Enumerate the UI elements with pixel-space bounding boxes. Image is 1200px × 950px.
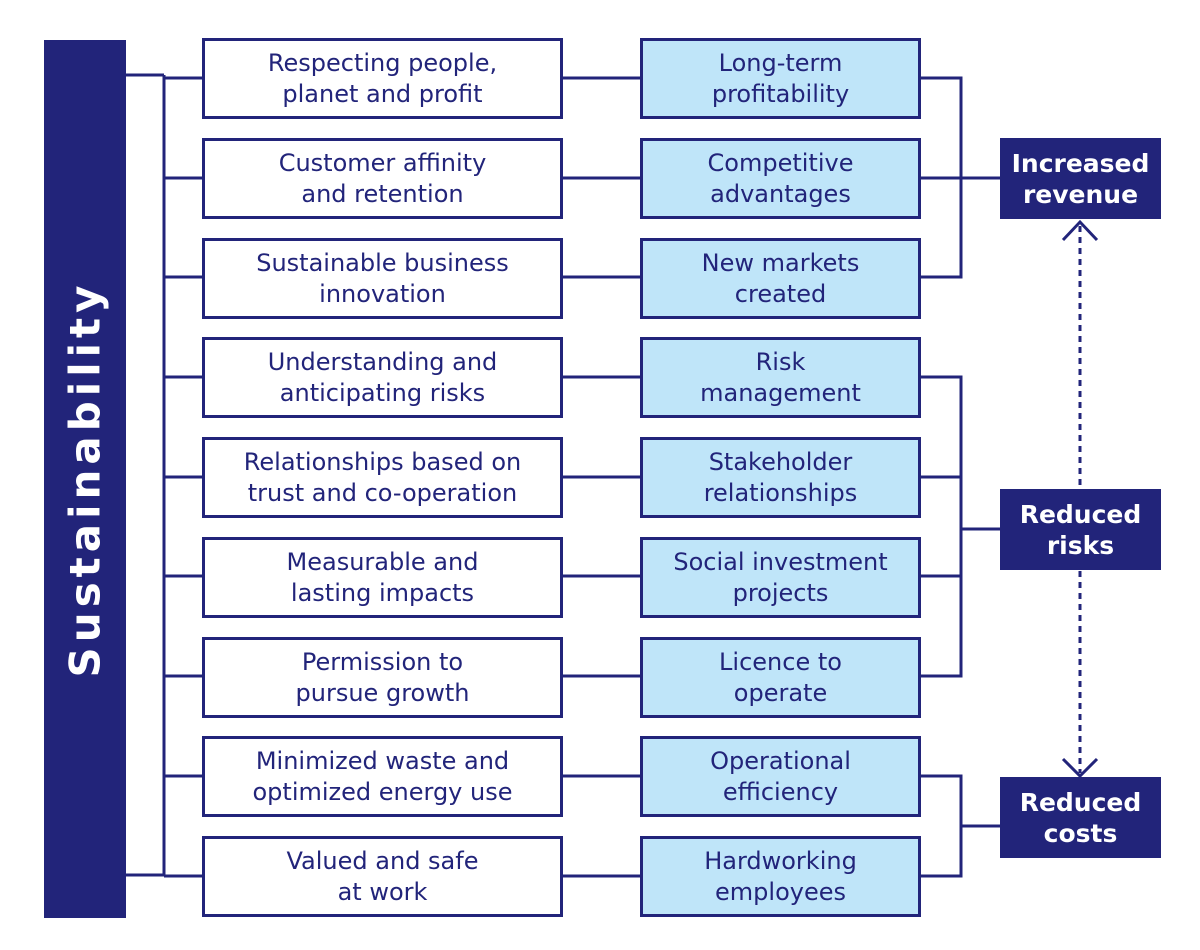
driver-box: Relationships based on trust and co-oper…	[202, 437, 563, 518]
driver-label: Permission to pursue growth	[295, 647, 470, 707]
benefit-box: Long-term profitability	[640, 38, 921, 119]
driver-box: Valued and safe at work	[202, 836, 563, 917]
costs-bracket	[921, 774, 963, 878]
benefit-label: Hardworking employees	[704, 846, 857, 906]
driver-box: Respecting people, planet and profit	[202, 38, 563, 119]
driver-box: Minimized waste and optimized energy use	[202, 736, 563, 817]
sustainability-bar	[44, 40, 126, 918]
benefit-label: Risk management	[700, 347, 861, 407]
driver-label: Measurable and lasting impacts	[286, 547, 479, 607]
benefit-box: New markets created	[640, 238, 921, 319]
benefit-label: Licence to operate	[719, 647, 842, 707]
outcome-label: Increased revenue	[1011, 148, 1150, 209]
outcome-increased-revenue: Increased revenue	[1000, 138, 1161, 219]
outcome-label: Reduced risks	[1019, 499, 1142, 560]
benefit-label: Operational efficiency	[710, 746, 851, 806]
driver-box: Sustainable business innovation	[202, 238, 563, 319]
benefit-box: Risk management	[640, 337, 921, 418]
driver-label: Sustainable business innovation	[256, 248, 509, 308]
driver-box: Permission to pursue growth	[202, 637, 563, 718]
benefit-label: Social investment projects	[673, 547, 888, 607]
driver-box: Measurable and lasting impacts	[202, 537, 563, 618]
benefit-label: New markets created	[701, 248, 860, 308]
benefit-box: Social investment projects	[640, 537, 921, 618]
outcome-label: Reduced costs	[1019, 787, 1142, 848]
driver-label: Relationships based on trust and co-oper…	[243, 447, 522, 507]
risks-bracket	[921, 375, 963, 678]
benefit-label: Long-term profitability	[711, 48, 850, 108]
benefit-box: Competitive advantages	[640, 138, 921, 219]
outcome-reduced-costs: Reduced costs	[1000, 777, 1161, 858]
outcome-reduced-risks: Reduced risks	[1000, 489, 1161, 570]
driver-box: Understanding and anticipating risks	[202, 337, 563, 418]
driver-label: Customer affinity and retention	[278, 148, 487, 208]
benefit-box: Licence to operate	[640, 637, 921, 718]
sustainability-label: Sustainability	[60, 280, 110, 678]
benefit-box: Stakeholder relationships	[640, 437, 921, 518]
driver-label: Valued and safe at work	[286, 846, 479, 906]
driver-label: Understanding and anticipating risks	[267, 347, 498, 407]
arrowhead-up-icon	[1061, 219, 1099, 242]
arrowhead-down-icon	[1061, 757, 1099, 779]
benefit-label: Stakeholder relationships	[703, 447, 858, 507]
benefit-box: Operational efficiency	[640, 736, 921, 817]
driver-box: Customer affinity and retention	[202, 138, 563, 219]
driver-label: Respecting people, planet and profit	[267, 48, 498, 108]
benefit-label: Competitive advantages	[707, 148, 854, 208]
benefit-box: Hardworking employees	[640, 836, 921, 917]
driver-label: Minimized waste and optimized energy use	[252, 746, 513, 806]
